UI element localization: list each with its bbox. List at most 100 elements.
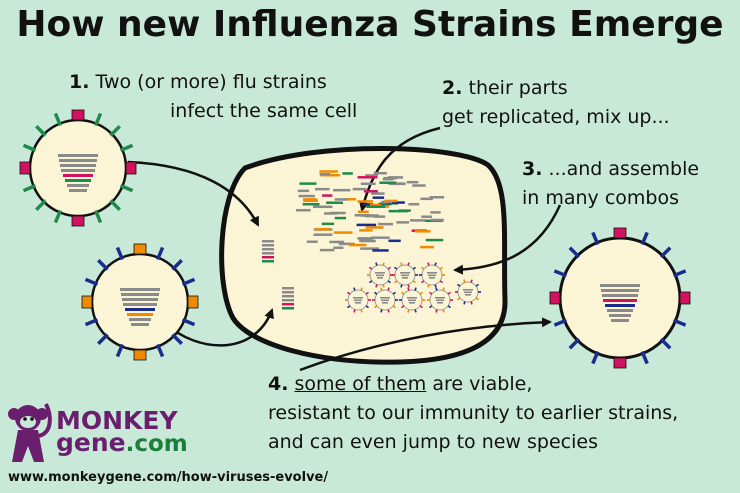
spike-protein	[591, 350, 600, 365]
mini-spike	[394, 266, 398, 270]
mini-spike	[347, 291, 351, 295]
loose-segment	[314, 227, 331, 231]
mini-virion	[427, 287, 453, 313]
virus-new-strain	[549, 227, 691, 369]
rna-segment	[607, 309, 633, 312]
loose-segment	[357, 200, 373, 203]
mini-virion	[392, 262, 418, 288]
mini-spike	[407, 287, 410, 291]
mini-virion	[372, 287, 398, 313]
spike-protein	[35, 199, 47, 211]
loose-segment	[421, 215, 433, 218]
mini-spike	[434, 262, 437, 266]
mini-spike	[401, 305, 405, 309]
loose-segment	[299, 182, 317, 185]
loose-segment	[357, 237, 372, 240]
mini-spike	[392, 291, 396, 295]
spike-protein	[171, 259, 183, 271]
rna-segment	[65, 179, 91, 182]
logo-line-2b: .com	[125, 431, 188, 457]
mini-spike	[374, 305, 378, 309]
spike-protein	[93, 112, 103, 127]
mini-spike	[369, 280, 373, 284]
mini-spike	[470, 279, 473, 283]
rna-segment	[125, 308, 155, 311]
segment-stack	[282, 291, 294, 294]
step-1-number: 1.	[69, 71, 90, 93]
step-3-line-1: ...and assemble	[548, 158, 700, 180]
spike-protein	[553, 269, 568, 278]
loose-segment	[430, 211, 441, 214]
receptor-protein	[613, 357, 627, 369]
receptor-protein	[71, 215, 85, 227]
mini-spike	[400, 262, 403, 266]
mini-segment	[377, 277, 383, 279]
spike-protein	[109, 199, 121, 211]
mini-spike	[380, 309, 383, 313]
spike-protein	[672, 318, 687, 327]
mini-spike	[387, 280, 391, 284]
loose-segment	[412, 184, 426, 187]
mini-spike	[387, 309, 390, 313]
mini-spike	[392, 305, 396, 309]
spike-protein	[553, 318, 568, 327]
spike-protein	[640, 231, 649, 246]
mini-segment	[354, 299, 362, 302]
spike-protein	[109, 125, 121, 137]
spike-protein	[97, 333, 109, 345]
spike-protein	[97, 259, 109, 271]
loose-segment	[378, 222, 394, 226]
step-3-line-2: in many combos	[522, 187, 680, 209]
arrow-step4-to-new-virus	[299, 317, 552, 372]
spike-protein	[119, 143, 134, 153]
virus-strain-b	[81, 243, 199, 361]
mini-segment	[429, 277, 435, 279]
step-4-text: 4. some of them are viable, resistant to…	[268, 370, 678, 457]
loose-segment	[382, 177, 394, 181]
mini-spike	[442, 309, 445, 313]
mini-spike	[394, 280, 398, 284]
loose-segment	[365, 174, 378, 177]
step-4-line-3: and can even jump to new species	[268, 431, 598, 453]
page-title: How new Influenza Strains Emerge	[16, 4, 724, 45]
mini-segment	[409, 302, 415, 304]
segment-stack	[262, 244, 274, 247]
mini-spike	[421, 266, 425, 270]
spike-protein	[84, 317, 99, 327]
rna-segment	[121, 293, 159, 296]
mini-spike	[375, 262, 378, 266]
loose-segment	[358, 210, 369, 214]
rna-segment	[609, 314, 631, 317]
mini-segment	[436, 299, 444, 302]
loose-segment	[429, 195, 445, 199]
mini-spike	[353, 287, 356, 291]
mini-segment	[376, 274, 384, 277]
loose-segment	[371, 236, 390, 239]
step-4-number: 4.	[268, 373, 289, 395]
mini-spike	[463, 301, 466, 305]
step-2-text: 2. their parts get replicated, mix up...	[442, 74, 670, 132]
loose-segment	[345, 198, 357, 201]
loose-segment	[388, 182, 406, 185]
loose-segment	[360, 182, 376, 186]
spike-protein	[155, 343, 165, 358]
spike-protein	[53, 209, 63, 224]
mini-segment	[380, 297, 390, 299]
assembling-virions	[345, 262, 481, 313]
mini-segment	[401, 274, 409, 277]
mini-spike	[369, 266, 373, 270]
loose-segment	[365, 226, 384, 229]
rna-segment	[58, 154, 98, 157]
arrow-step2-to-parts	[359, 126, 441, 212]
mini-spike	[429, 291, 433, 295]
mini-spike	[360, 287, 363, 291]
segment-stack	[262, 248, 274, 251]
step-2-line-1: their parts	[468, 77, 568, 99]
loose-segment	[388, 239, 401, 243]
spike-protein	[672, 269, 687, 278]
rna-segment	[600, 284, 640, 287]
mini-spike	[407, 284, 410, 288]
loose-segment	[359, 229, 373, 232]
mini-segment	[408, 299, 416, 302]
